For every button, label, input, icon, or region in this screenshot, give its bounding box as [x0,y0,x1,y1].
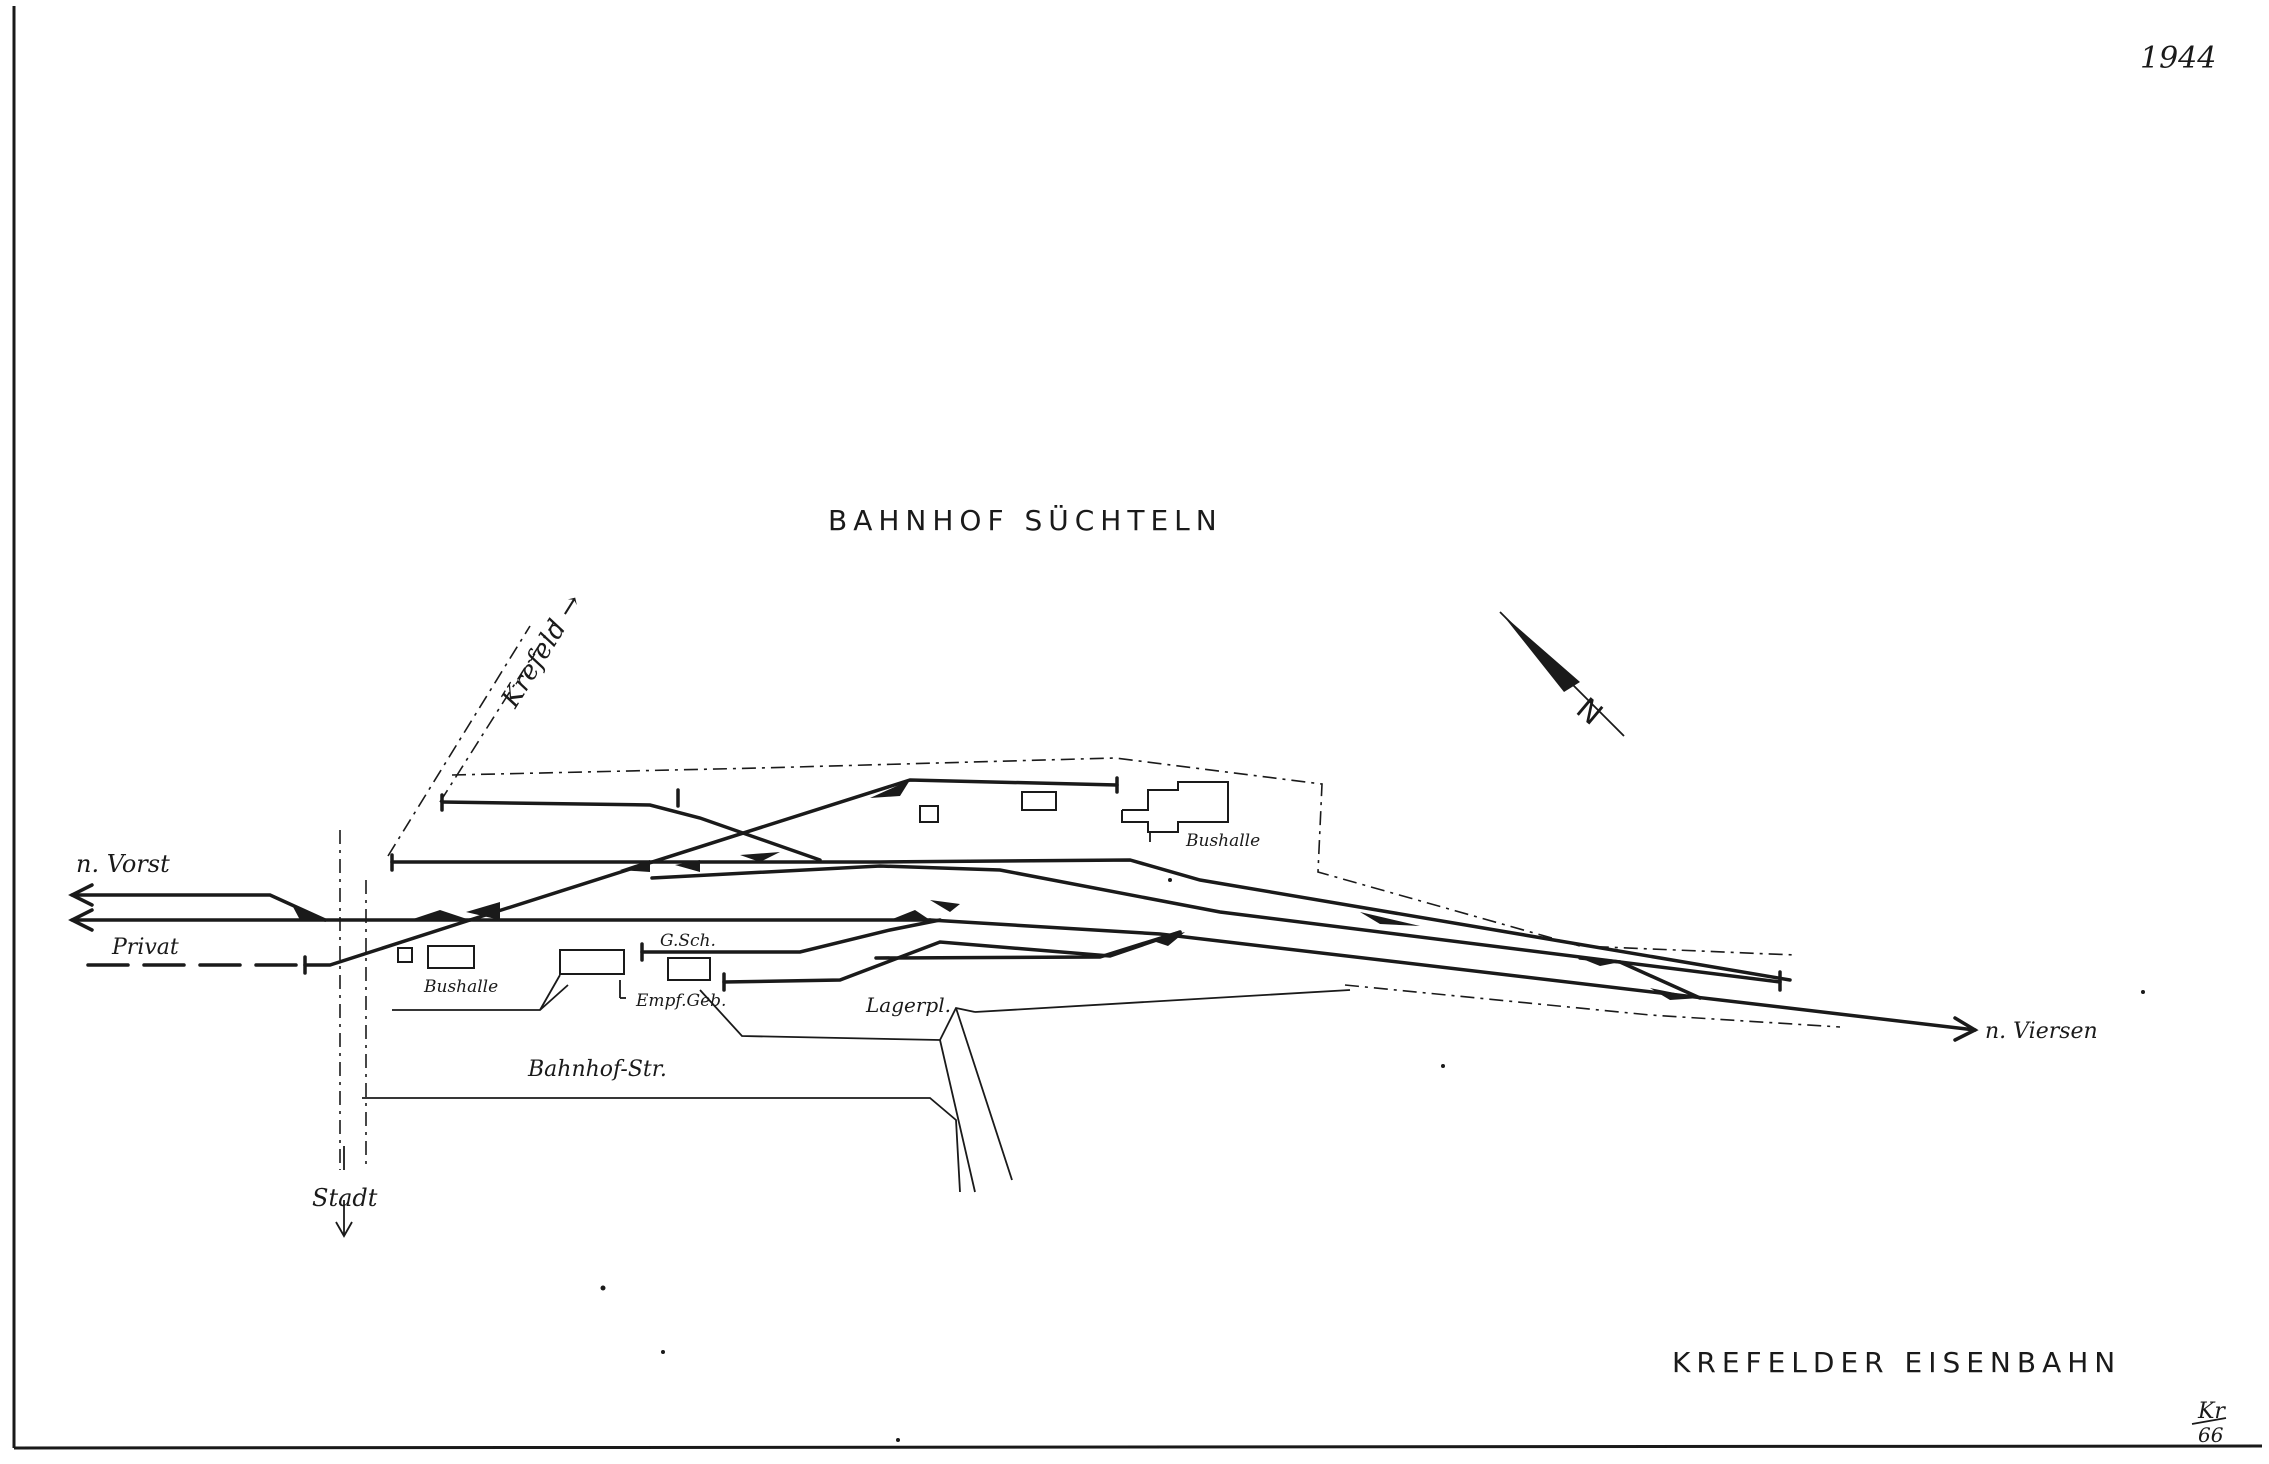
krefeld-road: Krefeld → [387,589,589,857]
small-building-2 [1021,791,1057,811]
sheet-mark: Kr 66 [2191,1399,2226,1447]
privat-label: Privat [111,935,179,960]
gueterschuppen-building [667,957,711,981]
sheet-mark-bottom: 66 [2198,1423,2224,1447]
privat-connection [303,918,472,967]
vorst-label: n. Vorst [76,850,170,878]
yard-boundary [339,757,1841,1170]
station-title: BAHNHOF SÜCHTELN [828,503,1223,537]
empfangsgebaeude-building [559,949,625,975]
switch-frogs [292,780,1700,1000]
bushalle-upper-label: Bushalle [1185,831,1260,851]
streets [362,984,1351,1193]
scan-specks [600,878,2145,1442]
viersen-label: n. Viersen [1985,1019,2098,1044]
tracks [70,778,1977,1032]
bushalle-upper-building [1121,781,1229,833]
empfangsgebaeude-label: Empf.Geb. [635,991,726,1011]
upper-left-stub [440,800,822,862]
publisher-label: KREFELDER EISENBAHN [1672,1346,2121,1379]
stadt-label: Stadt [312,1184,378,1212]
route-arrows [68,883,1979,1238]
gueterschuppen-label: G.Sch. [660,931,716,951]
station-through-track [390,858,1792,982]
goods-siding-lower [874,930,1182,960]
lagerplatz-label: Lagerpl. [865,993,951,1017]
sheet-border [12,6,2263,1450]
north-arrow: N [1499,611,1625,737]
goods-shed-siding [640,918,942,954]
leader-lines [539,974,626,1011]
bahnhofstrasse-label: Bahnhof-Str. [527,1057,667,1082]
buffer-stops [303,776,1782,992]
small-building-3 [397,947,413,963]
vorst-second-track [70,893,327,922]
bushalle-lower-label: Bushalle [423,977,498,997]
krefeld-label: Krefeld → [495,589,588,714]
platform-track [650,864,1782,984]
north-arrow-label: N [1569,691,1609,732]
year-label: 1944 [2140,41,2216,76]
small-building-1 [919,805,939,823]
bushalle-lower-building [427,945,475,969]
buildings [397,781,1229,981]
viersen-main-track [928,918,1977,1032]
